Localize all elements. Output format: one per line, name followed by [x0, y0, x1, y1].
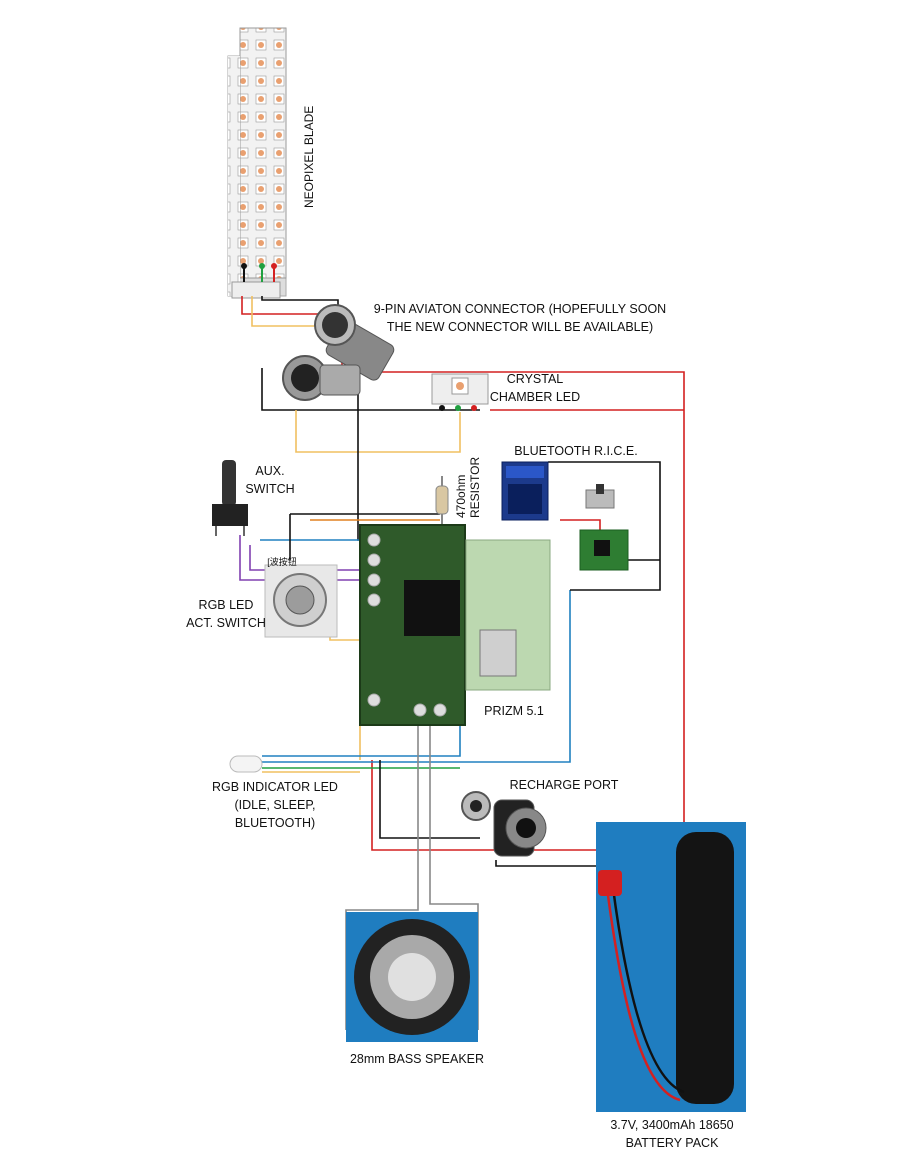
label-indicator-line2: (IDLE, SLEEP,	[234, 798, 316, 812]
label-speaker: 28mm BASS SPEAKER	[349, 1052, 485, 1066]
label-crystal-line2: CHAMBER LED	[489, 390, 581, 404]
label-crystal-chamber: CRYSTAL CHAMBER LED	[480, 370, 590, 406]
speaker	[346, 912, 478, 1042]
boost-module	[579, 529, 629, 571]
label-aviation-line1: 9-PIN AVIATON CONNECTOR (HOPEFULLY SOON	[373, 302, 667, 316]
slide-switch	[585, 484, 615, 509]
aviation-connector	[282, 304, 395, 401]
label-crystal-line1: CRYSTAL	[506, 372, 564, 386]
bluetooth-module	[501, 461, 549, 521]
label-rgb-act-switch: RGB LED ACT. SWITCH	[178, 596, 274, 632]
neopixel-blade-strip	[227, 27, 287, 299]
label-aviation-connector: 9-PIN AVIATON CONNECTOR (HOPEFULLY SOON …	[370, 300, 670, 336]
battery-pack	[596, 822, 746, 1112]
label-indicator-led: RGB INDICATOR LED (IDLE, SLEEP, BLUETOOT…	[200, 778, 350, 832]
label-battery-line2: BATTERY PACK	[625, 1136, 719, 1150]
label-battery-line1: 3.7V, 3400mAh 18650	[610, 1118, 734, 1132]
label-aviation-line2: THE NEW CONNECTOR WILL BE AVAILABLE)	[386, 320, 654, 334]
label-battery: 3.7V, 3400mAh 18650 BATTERY PACK	[584, 1116, 760, 1152]
label-prizm: PRIZM 5.1	[484, 704, 544, 718]
label-indicator-line3: BLUETOOTH)	[234, 816, 316, 830]
indicator-led	[229, 755, 263, 773]
label-indicator-line1: RGB INDICATOR LED	[212, 780, 338, 794]
recharge-port	[461, 791, 547, 857]
label-neopixel-blade: NEOPIXEL BLADE	[302, 105, 316, 208]
label-aux-switch: AUX. SWITCH	[240, 462, 300, 498]
label-rgb-act-line2: ACT. SWITCH	[186, 616, 266, 630]
label-switch-chinese: [波按钮	[267, 557, 297, 567]
label-aux-line1: AUX.	[255, 464, 285, 478]
resistor	[435, 476, 449, 530]
rgb-act-switch	[264, 564, 338, 638]
label-resistor: 470ohm RESISTOR	[454, 457, 482, 518]
label-aux-line2: SWITCH	[245, 482, 295, 496]
label-recharge-port: RECHARGE PORT	[509, 778, 619, 792]
label-resistor-line1: 470ohm	[454, 474, 468, 518]
label-bluetooth: BLUETOOTH R.I.C.E.	[514, 444, 638, 458]
label-rgb-act-line1: RGB LED	[198, 598, 254, 612]
label-resistor-line2: RESISTOR	[468, 456, 482, 518]
crystal-chamber-led	[431, 373, 489, 411]
prizm-board	[359, 524, 551, 726]
aux-switch	[212, 460, 248, 536]
